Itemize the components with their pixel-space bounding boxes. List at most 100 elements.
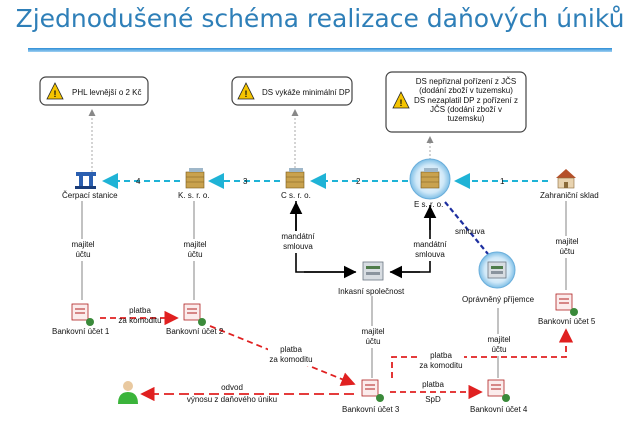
label-mandatni-1: mandátní smlouva: [280, 231, 316, 253]
svg-text:majitel: majitel: [555, 237, 578, 246]
label-platba-23: platba za komoditu: [268, 344, 314, 366]
warning-icon: !: [237, 82, 255, 100]
label-majitel-5: majitel účtu: [552, 236, 582, 258]
ledger-icon: [555, 293, 578, 316]
note-phl-text: PHL levnější o 2 Kč: [72, 88, 142, 97]
note-ds-jcs-line3: DS nezaplatil DP z pořízení z: [414, 96, 518, 105]
note-ds-jcs-line2: (dodání zboží v tuzemsku): [419, 86, 513, 95]
bank-account-2[interactable]: Bankovní účet 2: [166, 303, 224, 336]
bank-account-1[interactable]: Bankovní účet 1: [52, 303, 110, 336]
label-platba-35: platba za komoditu: [418, 350, 464, 372]
slide-title: Zjednodušené schéma realizace daňových ú…: [15, 4, 625, 33]
node-label: K. s. r. o.: [178, 191, 210, 200]
svg-text:mandátní: mandátní: [413, 240, 447, 249]
svg-text:smlouva: smlouva: [415, 250, 445, 259]
label-platba-34: platba SpD: [422, 380, 444, 404]
node-label: E s. r. o.: [414, 200, 443, 209]
house-icon: [556, 169, 576, 189]
label-odvod: odvod výnosu z daňového úniku: [187, 383, 277, 404]
svg-text:účtu: účtu: [559, 247, 574, 256]
node-e-sro[interactable]: E s. r. o.: [409, 158, 451, 209]
note-phl: ! PHL levnější o 2 Kč: [39, 76, 149, 106]
label-majitel-2: majitel účtu: [180, 239, 210, 261]
svg-text:účtu: účtu: [187, 250, 202, 259]
svg-text:výnosu z daňového úniku: výnosu z daňového úniku: [187, 395, 277, 404]
mandate-line-2: [390, 205, 431, 273]
payment-arrow-3-5: [391, 328, 574, 378]
gas-station-icon: [75, 172, 96, 189]
svg-text:účtu: účtu: [491, 345, 506, 354]
note-ds-jcs: ! DS nepřiznal pořízení z JČS (dodání zb…: [385, 71, 527, 133]
svg-text:!: !: [245, 89, 248, 99]
svg-text:za komoditu: za komoditu: [118, 316, 161, 325]
svg-text:účtu: účtu: [365, 337, 380, 346]
account-label: Bankovní účet 1: [52, 327, 110, 336]
payment-arrow-2-3: [209, 325, 356, 386]
title-underline: [28, 48, 612, 52]
svg-text:SpD: SpD: [425, 395, 441, 404]
warehouse-icon: [285, 168, 305, 189]
warehouse-icon: [420, 168, 440, 189]
ledger-icon: [71, 303, 94, 326]
label-majitel-1: majitel účtu: [68, 239, 98, 261]
label-mandatni-2: mandátní smlouva: [412, 239, 448, 261]
node-cerpaci-stanice[interactable]: Čerpací stanice: [62, 172, 118, 200]
ledger-icon: [183, 303, 206, 326]
svg-text:platba: platba: [430, 351, 452, 360]
node-k-sro[interactable]: K. s. r. o.: [178, 168, 210, 200]
contract-line-smlouva: [444, 201, 489, 255]
note-ds-jcs-line1: DS nepřiznal pořízení z JČS: [416, 77, 517, 86]
flow-number-4: 4: [136, 177, 141, 186]
svg-text:platba: platba: [129, 306, 151, 315]
label-smlouva: smlouva: [455, 227, 485, 236]
svg-text:!: !: [54, 89, 57, 99]
account-label: Bankovní účet 5: [538, 317, 596, 326]
label-platba-12: platba za komoditu: [118, 306, 161, 325]
account-label: Bankovní účet 4: [470, 405, 528, 414]
node-inkasni-spolecnost[interactable]: Inkasní společnost: [338, 261, 405, 296]
note-ds-jcs-line4: JČS (dodání zboží v: [430, 105, 502, 114]
note-ds-jcs-line5: tuzemsku): [448, 114, 485, 123]
label-majitel-3: majitel účtu: [358, 326, 388, 348]
bank-account-5[interactable]: Bankovní účet 5: [538, 293, 596, 326]
svg-text:za komoditu: za komoditu: [419, 361, 462, 370]
warning-icon: !: [46, 82, 64, 100]
server-icon: [362, 261, 384, 281]
svg-text:majitel: majitel: [361, 327, 384, 336]
svg-text:za komoditu: za komoditu: [269, 355, 312, 364]
flow-number-2: 2: [356, 177, 361, 186]
bank-account-3[interactable]: Bankovní účet 3: [342, 379, 400, 414]
node-label: Zahraniční sklad: [540, 191, 599, 200]
node-label: C s. r. o.: [281, 191, 311, 200]
svg-text:smlouva: smlouva: [283, 242, 313, 251]
person-icon[interactable]: [118, 381, 138, 404]
svg-text:platba: platba: [280, 345, 302, 354]
svg-text:!: !: [400, 98, 403, 108]
svg-text:mandátní: mandátní: [281, 232, 315, 241]
svg-text:majitel: majitel: [71, 240, 94, 249]
svg-text:platba: platba: [422, 380, 444, 389]
server-icon: [487, 261, 507, 279]
flow-number-1: 1: [500, 177, 505, 186]
svg-text:majitel: majitel: [183, 240, 206, 249]
note-ds-min: ! DS vykáže minimální DP: [231, 76, 353, 106]
flow-number-3: 3: [243, 177, 248, 186]
label-majitel-4: majitel účtu: [484, 334, 514, 356]
node-label: Inkasní společnost: [338, 287, 405, 296]
node-zahranicni-sklad[interactable]: Zahraniční sklad: [540, 169, 599, 200]
bank-account-4[interactable]: Bankovní účet 4: [470, 379, 528, 414]
svg-text:majitel: majitel: [487, 335, 510, 344]
ledger-icon: [361, 379, 384, 402]
account-label: Bankovní účet 2: [166, 327, 224, 336]
node-label: Oprávněný příjemce: [462, 295, 535, 304]
node-opravneny-prijemce[interactable]: Oprávněný příjemce: [462, 251, 535, 304]
note-ds-min-text: DS vykáže minimální DP: [262, 88, 350, 97]
node-label: Čerpací stanice: [62, 191, 118, 200]
warehouse-icon: [185, 168, 205, 189]
svg-text:odvod: odvod: [221, 383, 243, 392]
warning-icon: !: [392, 91, 410, 109]
node-c-sro[interactable]: C s. r. o.: [281, 168, 311, 200]
account-label: Bankovní účet 3: [342, 405, 400, 414]
